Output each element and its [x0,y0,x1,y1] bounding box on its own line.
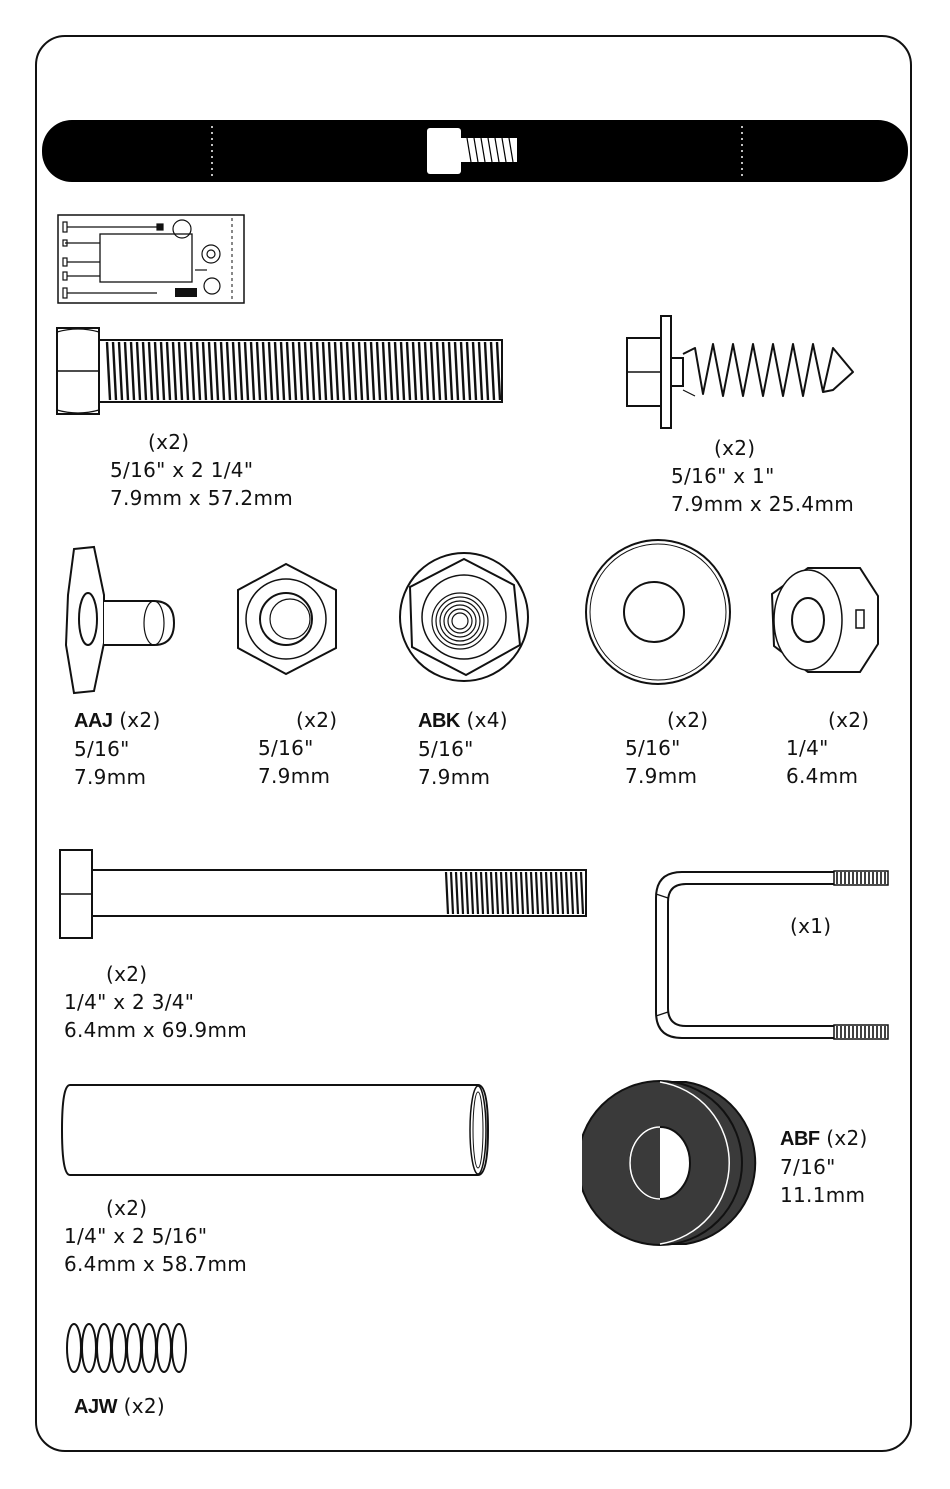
aaj-label: AAJ (x2) 5/16" 7.9mm [74,706,161,791]
abk-flange-nut-illustration [398,545,538,689]
hex-bolt-long-label: (x2) 5/16" x 2 1/4" 7.9mm x 57.2mm [110,428,293,512]
hex-nut-illustration [234,562,340,676]
abk-label: ABK (x4) 5/16" 7.9mm [418,706,508,791]
u-bolt-illustration [652,866,892,1048]
hardware-pack-thumbnail [57,214,245,304]
flange-screw-label: (x2) 5/16" x 1" 7.9mm x 25.4mm [671,434,854,518]
lock-nut-illustration [768,566,880,674]
hex-bolt-long-illustration [55,326,505,418]
lock-nut-label: (x2) 1/4" 6.4mm [786,706,869,790]
hardware-banner [42,120,908,182]
ajw-spring-illustration [64,1320,192,1376]
abf-bushing-illustration [582,1080,772,1246]
flange-screw-illustration [625,314,857,432]
spacer-tube-illustration [60,1083,490,1177]
flat-washer-illustration [582,536,734,688]
abf-label: ABF (x2) 7/16" 11.1mm [780,1124,868,1209]
bolt-icon [427,128,517,174]
spacer-tube-label: (x2) 1/4" x 2 5/16" 6.4mm x 58.7mm [64,1194,247,1278]
flat-washer-label: (x2) 5/16" 7.9mm [625,706,708,790]
u-bolt-label: (x1) [790,912,831,940]
hex-nut-label: (x2) 5/16" 7.9mm [258,706,337,790]
aaj-tee-nut-illustration [64,545,176,695]
hex-bolt-partial-illustration [58,846,590,942]
hex-bolt-partial-label: (x2) 1/4" x 2 3/4" 6.4mm x 69.9mm [64,960,247,1044]
ajw-label: AJW (x2) [74,1392,165,1421]
